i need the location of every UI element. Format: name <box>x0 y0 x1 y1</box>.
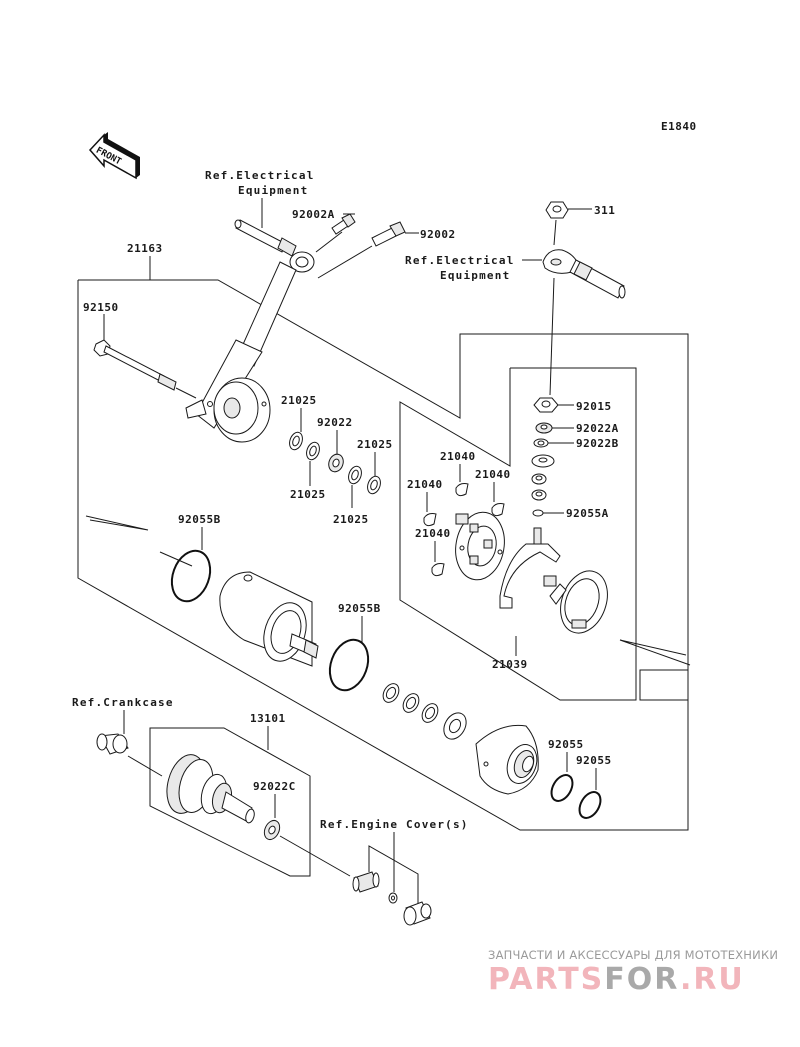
ref-electrical-1-line1: Ref.Electrical <box>205 169 315 182</box>
spring <box>352 871 380 893</box>
nut-92015 <box>533 397 559 413</box>
part-label-92022B: 92022B <box>576 437 619 450</box>
brush-spring-21040-d <box>431 563 445 577</box>
part-label-92150: 92150 <box>83 301 119 314</box>
starter-cable-right <box>542 249 626 299</box>
starter-clutch-gear-13101 <box>166 754 255 824</box>
starter-end-cover-21163 <box>185 261 297 443</box>
ref-electrical-2-line1: Ref.Electrical <box>405 254 515 267</box>
part-label-21025-c: 21025 <box>333 513 369 526</box>
part-label-92002A: 92002A <box>292 208 335 221</box>
brush-spring-21040-b <box>491 503 505 517</box>
part-label-92055B-b: 92055B <box>338 602 381 615</box>
oring-92055A <box>532 509 544 517</box>
nut-311 <box>545 201 569 219</box>
watermark-brand-part2: FOR <box>604 962 680 997</box>
bolt-92002 <box>317 221 406 279</box>
part-label-21025-a: 21025 <box>281 394 317 407</box>
ref-electrical-1-line2: Equipment <box>238 184 308 197</box>
end-cover-ring <box>549 570 608 634</box>
part-label-311: 311 <box>594 204 615 217</box>
part-label-21025-d: 21025 <box>357 438 393 451</box>
starter-cable-left <box>234 219 315 273</box>
part-label-21040-c: 21040 <box>407 478 443 491</box>
part-label-92055A: 92055A <box>566 507 609 520</box>
part-label-92055-b: 92055 <box>576 754 612 767</box>
engine-cover-bushing <box>403 901 432 926</box>
oring-92055B-b <box>328 638 370 692</box>
part-label-21163: 21163 <box>127 242 163 255</box>
part-label-92015: 92015 <box>576 400 612 413</box>
part-label-92055B-a: 92055B <box>178 513 221 526</box>
part-label-13101: 13101 <box>250 712 286 725</box>
oring-92055B-a <box>170 549 212 603</box>
watermark-brand-part3: .RU <box>679 962 745 997</box>
diagram-code: E1840 <box>661 120 697 133</box>
part-label-92002: 92002 <box>420 228 456 241</box>
ref-electrical-2-line2: Equipment <box>440 269 510 282</box>
part-label-92055-a: 92055 <box>548 738 584 751</box>
part-label-92022A: 92022A <box>576 422 619 435</box>
watermark-tagline: ЗАПЧАСТИ И АКСЕССУАРЫ ДЛЯ МОТОТЕХНИКИ <box>488 948 779 962</box>
part-label-21025-b: 21025 <box>290 488 326 501</box>
part-label-92022: 92022 <box>317 416 353 429</box>
front-arrow-icon: FRONT <box>88 132 140 180</box>
bolt-92002A <box>315 213 356 253</box>
part-label-21040-b: 21040 <box>475 468 511 481</box>
crankcase-bushing <box>96 733 129 755</box>
part-label-21040-d: 21040 <box>415 527 451 540</box>
lock-plate <box>443 712 467 740</box>
bolt-92150 <box>93 339 197 399</box>
part-label-21039: 21039 <box>492 658 528 671</box>
brush-plate <box>455 511 505 581</box>
starter-motor-yoke <box>219 571 319 667</box>
ref-crankcase: Ref.Crankcase <box>72 696 174 709</box>
part-label-21040-a: 21040 <box>440 450 476 463</box>
oring-92055-a <box>550 774 574 802</box>
watermark-brand-part1: PARTS <box>488 962 605 997</box>
brush-spring-21040-c <box>423 513 437 527</box>
part-label-92022C: 92022C <box>253 780 296 793</box>
brush-holder-stud <box>499 527 561 609</box>
watermark-brand: PARTSFOR.RU <box>488 962 745 997</box>
brush-spring-21040-a <box>455 483 469 497</box>
ref-engine-cover: Ref.Engine Cover(s) <box>320 818 469 831</box>
starter-front-cover <box>475 724 539 795</box>
oring-92055-b <box>578 791 602 819</box>
